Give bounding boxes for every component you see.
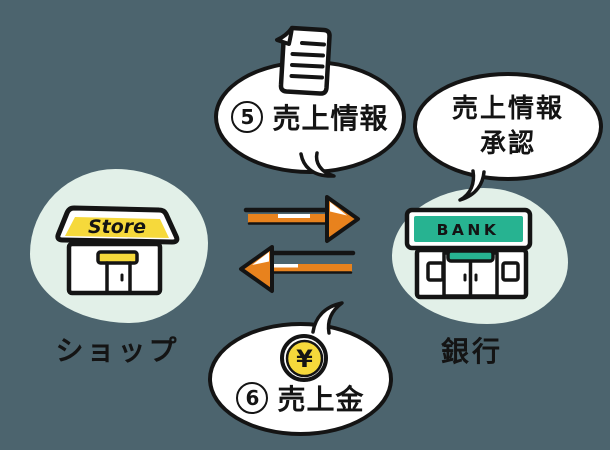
bank-label: 銀行 [440, 335, 503, 368]
bank-building-icon: BANK [404, 207, 533, 300]
yen-symbol: ¥ [296, 345, 313, 373]
document-folded-corner [275, 26, 294, 46]
bank-signboard-teal [414, 216, 523, 242]
step-number-6: 6 [236, 382, 269, 414]
bubble-sales-money: ¥ 6 売上金 [208, 322, 393, 436]
bubble-sales-money-tail [311, 301, 344, 335]
exchange-arrows [239, 195, 360, 293]
approval-line1: 売上情報 [451, 93, 564, 124]
store-building-icon: Store [55, 205, 180, 296]
bank-window-right [501, 261, 520, 282]
bubble-approval: 売上情報 承認 [413, 72, 603, 181]
store-door-sign [96, 250, 139, 265]
store-sign-text: Store [88, 216, 146, 238]
bank-sign-text: BANK [437, 221, 500, 239]
sales-money-row: 6 売上金 [212, 378, 389, 418]
document-icon [275, 25, 332, 96]
sales-money-text: 売上金 [277, 383, 365, 416]
step-number-5: 5 [231, 101, 264, 133]
store-awning-yellow [65, 217, 169, 238]
arrow-left-icon [239, 245, 356, 293]
bubble-sales-info-tail [299, 151, 336, 178]
bank-door-transom [446, 249, 495, 263]
store-label: ショップ [55, 334, 180, 367]
approval-line2: 承認 [479, 128, 536, 159]
bank-window-left [426, 261, 445, 282]
bubble-approval-tail [458, 169, 486, 202]
sales-info-text: 売上情報 [272, 102, 389, 135]
arrow-right-icon [243, 195, 360, 243]
yen-coin-icon: ¥ [280, 334, 328, 382]
